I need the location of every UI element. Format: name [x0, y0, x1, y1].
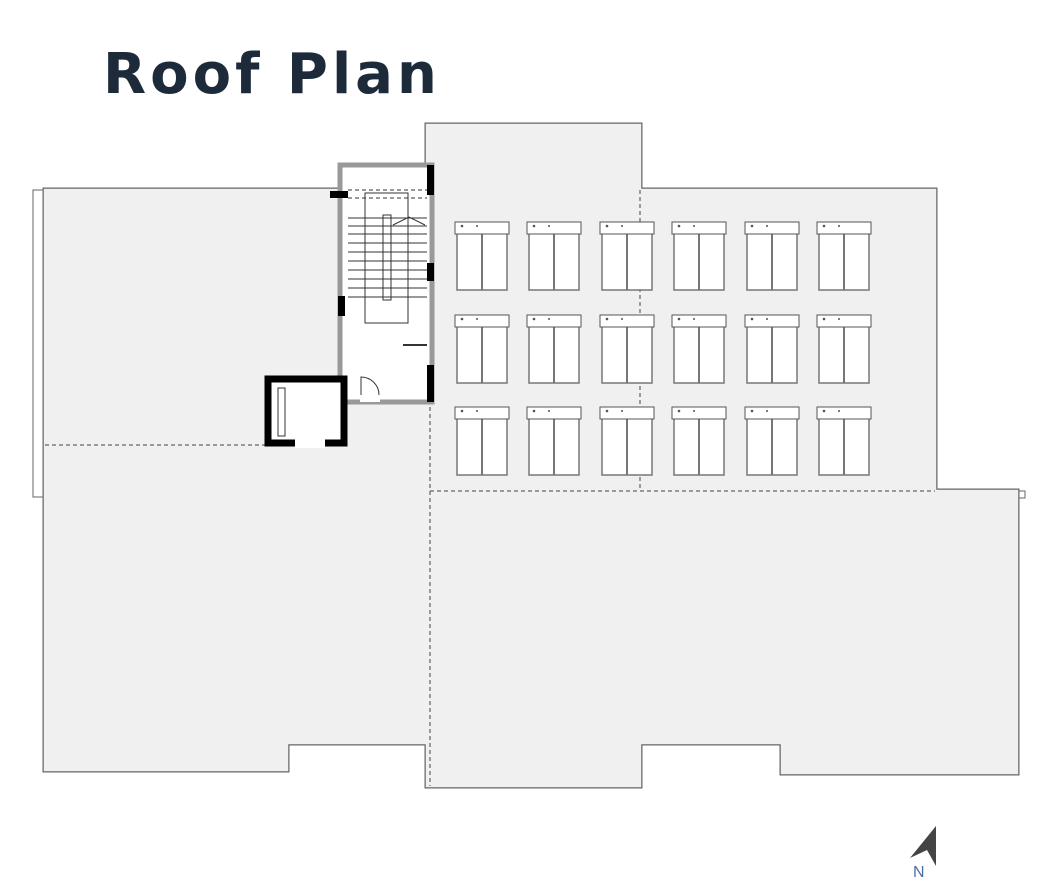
- solar-water-heater-icon: [454, 314, 510, 384]
- solar-water-heater-icon: [599, 221, 655, 291]
- solar-water-heater-array: [454, 221, 872, 476]
- solar-water-heater-icon: [526, 314, 582, 384]
- solar-water-heater-icon: [671, 221, 727, 291]
- stair-core: [330, 162, 435, 405]
- solar-water-heater-icon: [671, 406, 727, 476]
- elevator-shaft: [264, 375, 348, 448]
- stairs-icon: [348, 189, 427, 396]
- solar-water-heater-icon: [744, 221, 800, 291]
- solar-water-heater-icon: [526, 406, 582, 476]
- north-label: N: [913, 864, 925, 881]
- solar-water-heater-icon: [454, 221, 510, 291]
- solar-water-heater-icon: [526, 221, 582, 291]
- solar-water-heater-icon: [671, 314, 727, 384]
- solar-water-heater-icon: [454, 406, 510, 476]
- solar-water-heater-icon: [816, 221, 872, 291]
- page-title: Roof Plan: [103, 42, 441, 107]
- solar-water-heater-icon: [816, 314, 872, 384]
- solar-water-heater-icon: [599, 406, 655, 476]
- north-arrow-icon: [910, 826, 936, 866]
- solar-water-heater-icon: [744, 314, 800, 384]
- solar-water-heater-icon: [599, 314, 655, 384]
- solar-water-heater-icon: [816, 406, 872, 476]
- solar-water-heater-icon: [744, 406, 800, 476]
